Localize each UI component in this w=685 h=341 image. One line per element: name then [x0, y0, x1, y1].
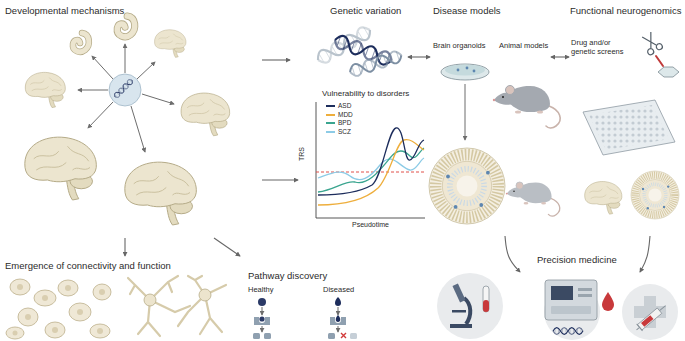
- legend-text: ASD: [338, 103, 351, 110]
- panel-heading: Emergence of connectivity and function: [5, 261, 171, 272]
- axis-label: TRS: [298, 147, 306, 161]
- flow-arrow: [551, 56, 569, 57]
- flow-arrow: [214, 238, 240, 256]
- flow-arrow: [505, 236, 520, 272]
- panel-heading: Precision medicine: [537, 255, 617, 266]
- model-box: Animal models: [497, 38, 551, 234]
- legend-text: MDD: [338, 112, 353, 119]
- connectivity-panel: Emergence of connectivity and function: [0, 256, 232, 341]
- legend-swatch: [326, 122, 335, 124]
- legend-text: BPD: [338, 120, 351, 127]
- model-panel: Brain organoids Animal models Disease mode…: [430, 0, 551, 236]
- legend-swatch: [326, 105, 335, 107]
- screen-panel: Drug and/or genetic screens Functional ne…: [569, 0, 685, 236]
- pathway-panel: Pathway discovery: [236, 256, 372, 341]
- panel-heading: Functional neurogenomics: [570, 6, 681, 17]
- flow-arrow: [640, 236, 650, 272]
- legend-row: MDD: [326, 111, 353, 120]
- chart-title: Vulnerability to disorders: [322, 89, 409, 98]
- development-panel: Developmental mechanisms: [0, 0, 262, 238]
- flow-arrow: [124, 238, 125, 256]
- chart-legend: ASD MDDBPD SCZ: [326, 102, 353, 136]
- genetics-panel: Genetic variation: [290, 0, 408, 86]
- panel-heading: Developmental mechanisms: [5, 6, 124, 17]
- legend-swatch: [326, 114, 335, 116]
- medicine-panel: Precision medicine: [436, 272, 683, 341]
- model-box: Brain organoids: [430, 38, 497, 234]
- flow-arrow: [262, 59, 290, 60]
- legend-row: ASD: [326, 102, 353, 111]
- chart-panel: Vulnerability to disorders: [298, 86, 425, 236]
- sub-heading: Brain organoids: [433, 42, 486, 51]
- sub-heading: Drug and/or genetic screens: [571, 39, 633, 56]
- panel-heading: Disease models: [433, 6, 501, 17]
- legend-row: BPD: [326, 119, 353, 128]
- screen-box: Drug and/or genetic screens: [569, 36, 639, 66]
- sub-heading: Animal models: [499, 42, 548, 51]
- legend-row: SCZ: [326, 128, 353, 137]
- flow-arrow: [262, 179, 298, 180]
- flow-arrow: [408, 56, 430, 57]
- column-label: Healthy: [248, 286, 273, 295]
- axis-label: Pseudotime: [352, 221, 389, 229]
- legend-swatch: [326, 131, 335, 133]
- panel-heading: Genetic variation: [330, 6, 401, 17]
- column-label: Diseased: [323, 286, 354, 295]
- legend-text: SCZ: [338, 129, 351, 136]
- panel-heading: Pathway discovery: [248, 271, 327, 282]
